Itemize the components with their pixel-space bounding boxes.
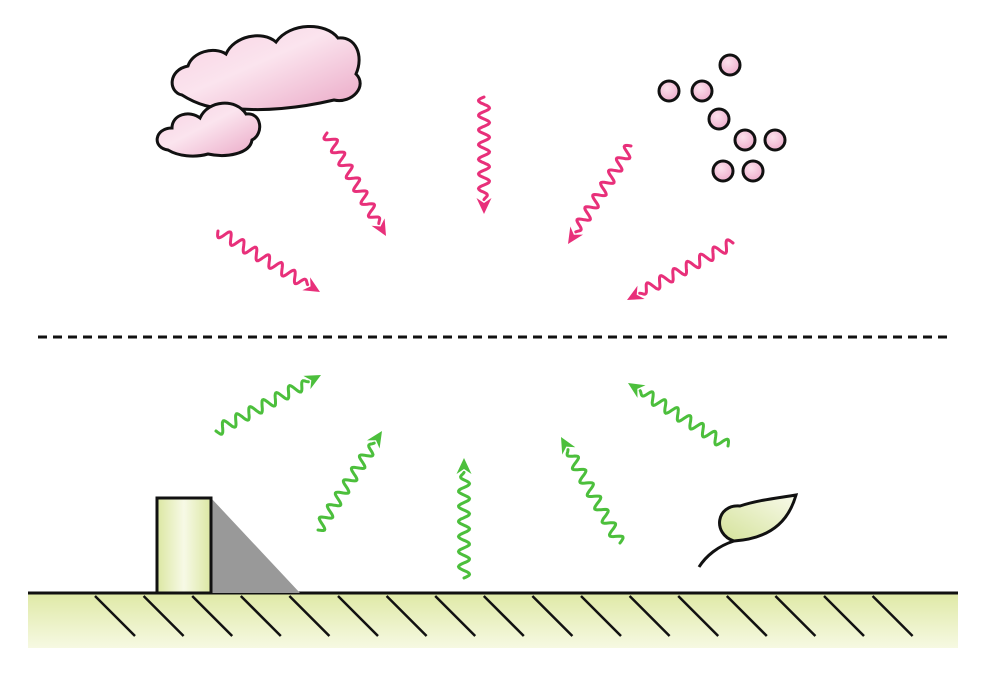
hatch-line bbox=[774, 595, 817, 637]
hatch-line bbox=[142, 595, 185, 637]
particle bbox=[690, 79, 714, 103]
ground-fill bbox=[28, 593, 958, 648]
hatch-line bbox=[725, 595, 768, 637]
particle bbox=[763, 128, 787, 152]
leaf-stem bbox=[697, 539, 735, 568]
particle bbox=[711, 159, 735, 183]
hatch-line bbox=[482, 595, 525, 637]
incoming-arrow-wave bbox=[216, 229, 310, 287]
aerosol-particles-icon bbox=[657, 53, 787, 183]
incoming-arrow-head bbox=[302, 277, 320, 292]
outgoing-arrow bbox=[456, 458, 472, 580]
ground-hatching bbox=[94, 595, 914, 637]
incoming-arrow bbox=[476, 95, 492, 214]
hatch-line bbox=[434, 595, 477, 637]
incoming-arrow bbox=[627, 238, 735, 300]
cloud-small bbox=[155, 101, 262, 158]
outgoing-arrow-head bbox=[367, 431, 382, 449]
incoming-arrow-wave bbox=[638, 238, 735, 296]
hatch-line bbox=[823, 595, 865, 637]
hatch-line bbox=[677, 595, 720, 637]
outgoing-arrow-wave bbox=[456, 470, 472, 580]
hatch-line bbox=[871, 595, 914, 637]
cloud-large bbox=[170, 25, 362, 112]
outgoing-radiation-arrows bbox=[214, 375, 731, 580]
incoming-arrow-head bbox=[627, 285, 645, 300]
shadow-icon bbox=[211, 498, 300, 593]
incoming-arrow-wave bbox=[322, 131, 382, 225]
incoming-arrow-wave bbox=[476, 95, 492, 202]
outgoing-arrow-wave bbox=[638, 389, 731, 448]
outgoing-arrow-head bbox=[303, 375, 321, 390]
outgoing-arrow-wave bbox=[565, 448, 625, 545]
hatch-line bbox=[94, 595, 136, 637]
incoming-arrow-wave bbox=[574, 143, 633, 234]
particle bbox=[733, 128, 757, 152]
incoming-arrow bbox=[216, 229, 320, 292]
outgoing-arrow bbox=[628, 383, 731, 448]
outgoing-arrow-head bbox=[628, 383, 646, 398]
particle bbox=[741, 159, 765, 183]
building-icon bbox=[155, 496, 213, 595]
hatch-line bbox=[191, 595, 234, 637]
hatch-line bbox=[385, 595, 428, 637]
particle bbox=[718, 53, 742, 77]
outgoing-arrow-head bbox=[561, 437, 576, 455]
leaf-blade bbox=[718, 493, 799, 543]
hatch-line bbox=[531, 595, 574, 637]
incoming-arrow bbox=[568, 143, 633, 244]
ground-surface-icon bbox=[28, 591, 958, 648]
incoming-arrow-head bbox=[568, 226, 583, 244]
outgoing-arrow bbox=[214, 375, 321, 436]
outgoing-arrow-wave bbox=[214, 379, 310, 436]
hatch-line bbox=[580, 595, 622, 637]
outgoing-arrow-head bbox=[456, 458, 472, 474]
incoming-arrow-head bbox=[476, 198, 492, 214]
incoming-arrow-head bbox=[371, 218, 386, 236]
outgoing-arrow bbox=[561, 437, 625, 545]
cloud-icon bbox=[155, 25, 362, 158]
hatch-line bbox=[628, 595, 671, 637]
hatch-line bbox=[239, 595, 282, 637]
hatch-line bbox=[337, 595, 379, 637]
hatch-line bbox=[288, 595, 331, 637]
particle bbox=[657, 79, 681, 103]
particle bbox=[707, 107, 731, 131]
outgoing-arrow bbox=[316, 431, 382, 532]
outgoing-arrow-wave bbox=[316, 441, 376, 532]
incoming-arrow bbox=[322, 131, 386, 236]
incoming-radiation-arrows bbox=[216, 95, 735, 300]
leaf-icon bbox=[697, 493, 799, 568]
